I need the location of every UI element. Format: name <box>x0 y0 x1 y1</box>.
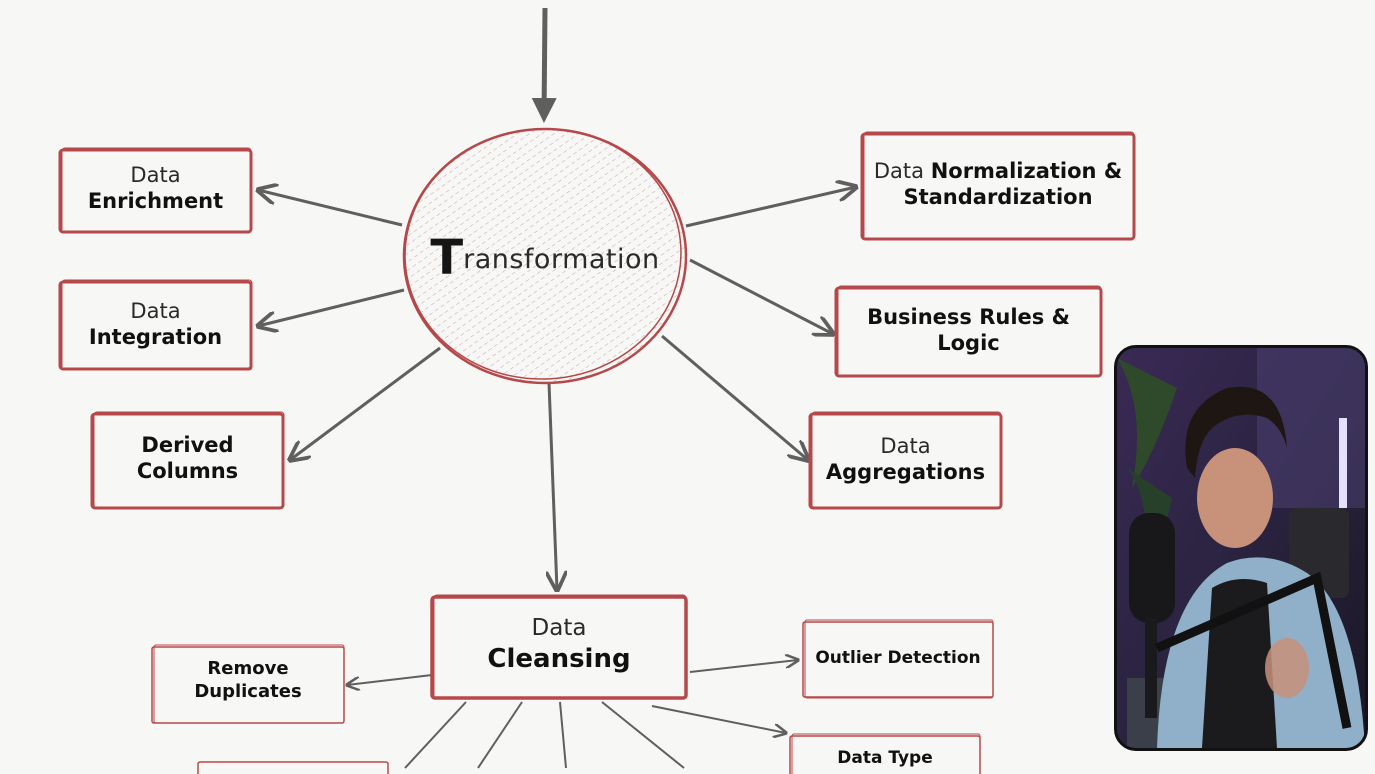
arrow-input-to-transformation <box>531 7 557 123</box>
arrows-transformation <box>258 187 856 590</box>
arrow-to-remove-duplicates <box>347 674 433 685</box>
arrow-to-data-type <box>651 705 786 733</box>
node-outlier-detection: Outlier Detection <box>803 648 993 669</box>
transformation-label: Transformation <box>410 228 680 288</box>
transformation-rest: ransformation <box>463 244 660 275</box>
node-integration-line2: Integration <box>88 325 223 350</box>
arrows-cleansing <box>347 660 798 769</box>
node-derived-line2: Columns <box>136 459 239 484</box>
node-derived-columns: Derived Columns <box>92 432 283 485</box>
arrow-to-derived-columns <box>290 346 441 460</box>
node-normalization-line1a: Data <box>873 159 931 183</box>
box-aggregations <box>808 411 1003 510</box>
node-cleansing: Data Cleansing <box>432 614 686 675</box>
box-derived-columns <box>90 411 285 510</box>
node-integration-line1: Data <box>130 299 181 323</box>
node-derived-line1: Derived <box>141 433 234 457</box>
node-normalization-line1b: Normalization & <box>930 159 1123 183</box>
node-cleansing-line1: Data <box>531 615 587 641</box>
arrow-to-cleansing <box>549 382 557 590</box>
node-remove-duplicates: Remove Duplicates <box>152 658 344 703</box>
presenter-video <box>1117 348 1365 748</box>
arrow-to-aggregations <box>661 334 808 460</box>
node-enrichment-line2: Enrichment <box>87 189 224 214</box>
box-enrichment <box>58 147 253 234</box>
arrow-to-offscreen-1 <box>404 701 467 769</box>
transformation-initial: T <box>430 230 464 286</box>
arrow-to-offscreen-2 <box>477 701 523 769</box>
arrow-to-integration <box>258 288 405 326</box>
node-normalization-line2: Standardization <box>903 185 1093 210</box>
node-aggregations-line1: Data <box>880 434 931 458</box>
arrow-to-offscreen-4 <box>601 701 685 769</box>
arrow-to-business-rules <box>689 258 833 334</box>
arrow-to-offscreen-3 <box>559 701 567 769</box>
box-business-rules <box>834 285 1103 378</box>
node-boxes <box>58 131 1136 774</box>
node-data-type-line1: Data Type <box>837 748 933 768</box>
node-aggregations: Data Aggregations <box>810 433 1001 486</box>
box-cleansing <box>430 594 688 700</box>
node-business-line1: Business Rules & <box>867 305 1070 329</box>
box-outlier-detection <box>802 619 994 699</box>
box-data-type <box>789 733 981 774</box>
node-normalization: Data Normalization & Standardization <box>862 158 1134 211</box>
node-aggregations-line2: Aggregations <box>825 460 986 485</box>
node-remove-duplicates-line1: Remove <box>207 658 289 679</box>
box-offscreen-left <box>197 761 389 774</box>
node-remove-duplicates-line2: Duplicates <box>194 680 302 702</box>
node-business-line2: Logic <box>937 331 1000 356</box>
transformation-circle <box>402 127 688 385</box>
node-integration: Data Integration <box>60 298 251 351</box>
node-outlier-line1: Outlier Detection <box>815 648 981 668</box>
node-data-type: Data Type <box>790 748 980 769</box>
node-business-rules: Business Rules & Logic <box>836 304 1101 357</box>
arrow-to-outlier-detection <box>689 660 798 673</box>
box-remove-duplicates <box>151 644 345 724</box>
node-enrichment-line1: Data <box>130 163 181 187</box>
node-cleansing-line2: Cleansing <box>487 643 631 674</box>
box-integration <box>58 279 253 371</box>
box-normalization <box>860 131 1136 241</box>
arrow-to-normalization <box>685 187 856 228</box>
node-enrichment: Data Enrichment <box>60 162 251 215</box>
arrow-to-enrichment <box>258 190 403 227</box>
webcam-overlay <box>1114 345 1368 751</box>
